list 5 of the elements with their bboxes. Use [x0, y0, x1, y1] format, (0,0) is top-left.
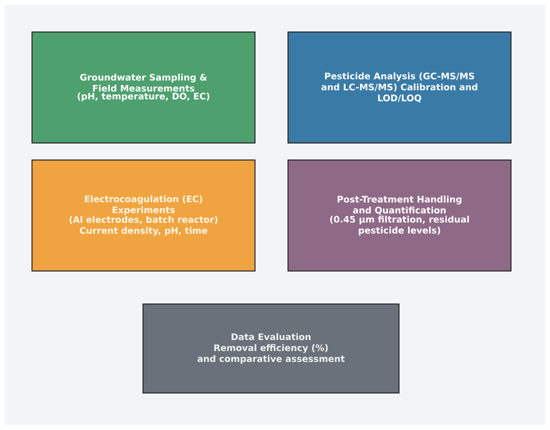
process-box: Groundwater Sampling & Field Measurements (pH, temperature, DO, EC): [32, 32, 256, 144]
process-box: Data Evaluation Removal efficiency (%) and comparative assessment: [142, 304, 400, 394]
process-box: Post-Treatment Handling and Quantification (0.45 µm filtration, residual pesticide levels): [288, 160, 512, 272]
process-box: Pesticide Analysis (GC-MS/MS and LC-MS/MS) Calibration and LOD/LOQ: [288, 32, 512, 144]
process-box: Electrocoagulation (EC) Experiments (Al electrodes, batch reactor) Current density, pH, time: [32, 160, 256, 272]
